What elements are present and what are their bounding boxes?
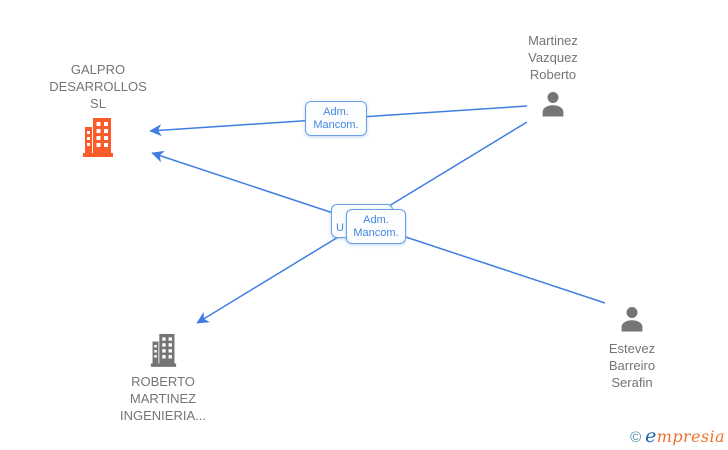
person-icon bbox=[542, 92, 564, 117]
empresia-wordmark: empresia bbox=[645, 425, 725, 447]
edge-label-adm-mancom-middle[interactable]: Adm. Mancom. bbox=[346, 209, 406, 244]
node-label-line: Martinez bbox=[528, 33, 578, 48]
edge-label-line: Mancom. bbox=[353, 226, 399, 239]
node-label-line: Serafin bbox=[611, 375, 653, 390]
node-label: GALPRO DESARROLLOS SL bbox=[49, 61, 147, 112]
node-label-line: Estevez bbox=[608, 341, 656, 356]
node-label-line: GALPRO bbox=[70, 62, 126, 77]
empresia-wordmark-rest: mpresia bbox=[656, 427, 725, 446]
empresia-logo[interactable]: © empresia bbox=[630, 425, 725, 447]
copyright-icon: © bbox=[630, 429, 642, 446]
node-roberto-martinez-ingenieria[interactable]: ROBERTO MARTINEZ INGENIERIA... bbox=[93, 333, 233, 424]
company-building-icon bbox=[83, 118, 113, 157]
node-label-line: DESARROLLOS bbox=[49, 79, 147, 94]
edge-label-line: Adm. bbox=[363, 213, 389, 226]
node-martinez-vazquez-roberto[interactable]: Martinez Vazquez Roberto bbox=[483, 32, 623, 119]
edge-label-adm-mancom-top[interactable]: Adm. Mancom. bbox=[305, 101, 367, 136]
edge-label-fragment: U bbox=[336, 222, 344, 234]
person-icon bbox=[621, 307, 643, 332]
node-label-line: Vazquez bbox=[528, 50, 578, 65]
node-label-line: Barreiro bbox=[608, 358, 656, 373]
edge-label-line: Adm. bbox=[323, 105, 349, 118]
node-label-line: INGENIERIA... bbox=[120, 408, 206, 423]
edge-label-line: Mancom. bbox=[313, 118, 359, 131]
node-galpro-desarrollos-sl[interactable]: GALPRO DESARROLLOS SL bbox=[28, 61, 168, 157]
node-label-line: SL bbox=[90, 96, 106, 111]
empresia-wordmark-initial: e bbox=[645, 425, 657, 447]
node-label: Martinez Vazquez Roberto bbox=[528, 32, 578, 83]
node-label: ROBERTO MARTINEZ INGENIERIA... bbox=[120, 373, 206, 424]
node-label-line: ROBERTO bbox=[131, 374, 195, 389]
node-estevez-barreiro-serafin[interactable]: Estevez Barreiro Serafin bbox=[562, 304, 702, 391]
company-building-icon bbox=[150, 333, 176, 367]
node-label: Estevez Barreiro Serafin bbox=[609, 340, 655, 391]
node-label-line: Roberto bbox=[529, 67, 577, 82]
node-label-line: MARTINEZ bbox=[129, 391, 197, 406]
